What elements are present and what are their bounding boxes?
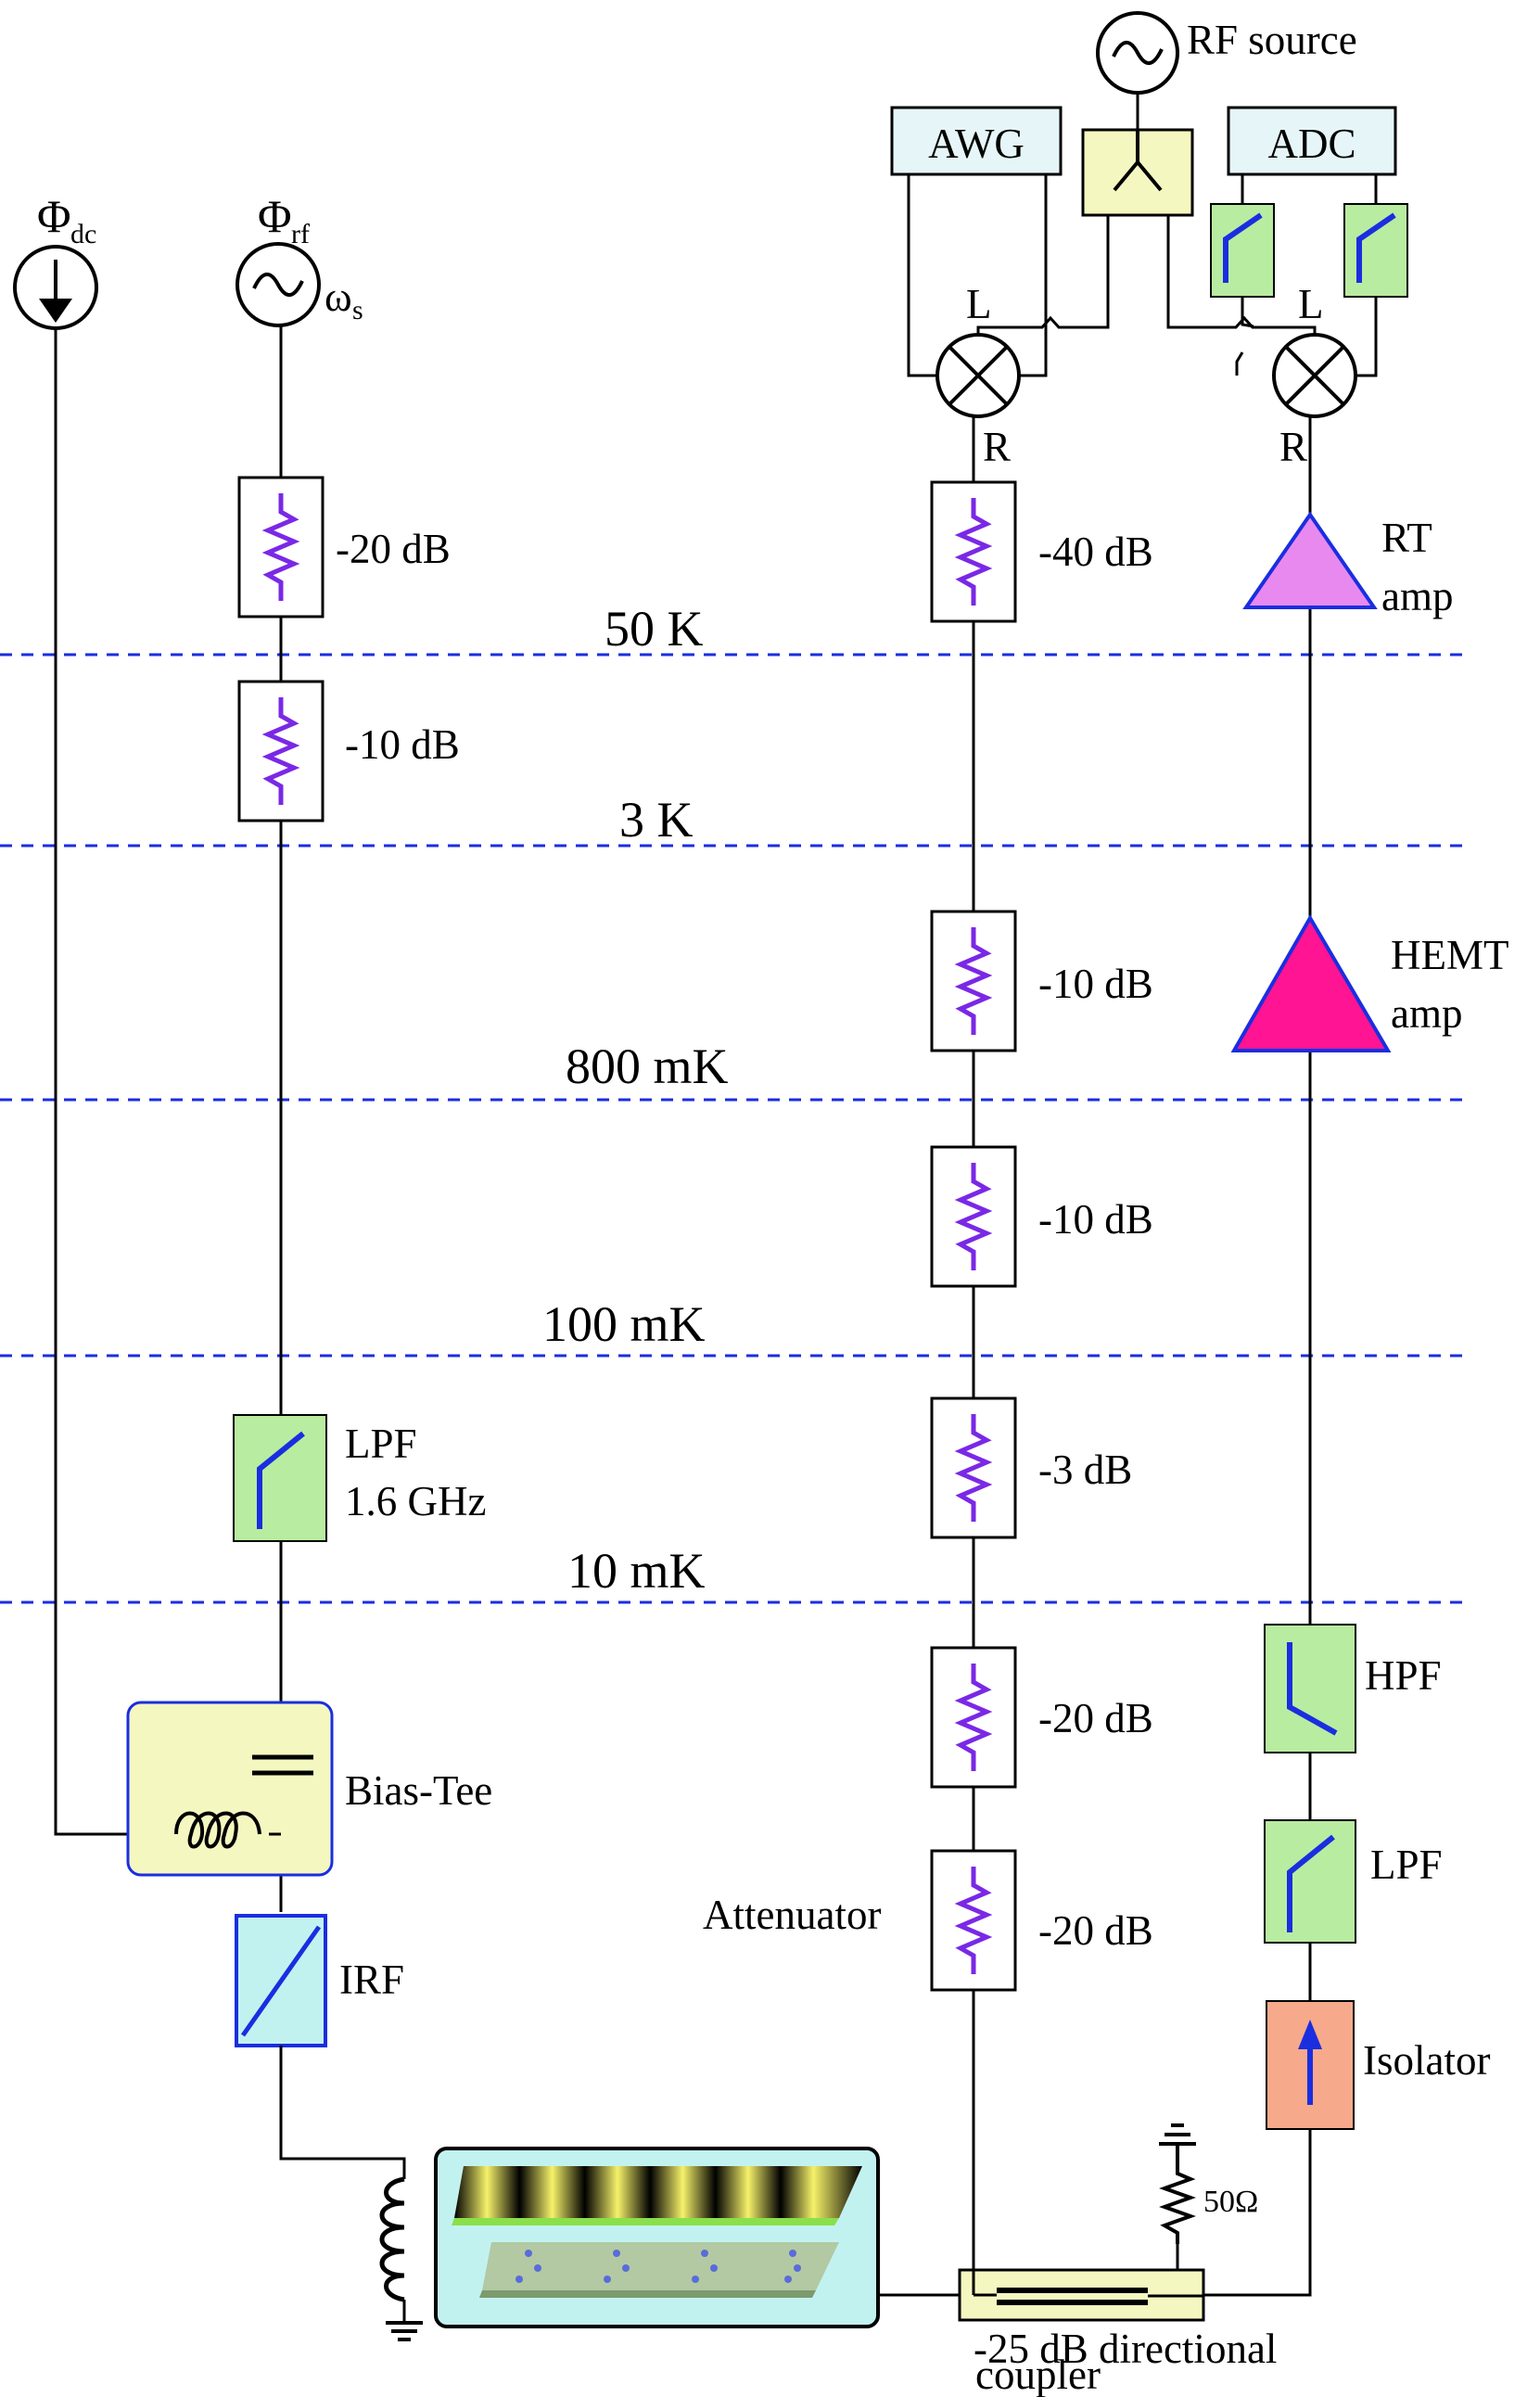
termination-50ohm bbox=[1159, 2123, 1196, 2270]
adc-label: ADC bbox=[1267, 121, 1355, 167]
adc-box bbox=[1227, 106, 1397, 176]
output-lpf-label: LPF bbox=[1370, 1842, 1443, 1888]
rt-amp-label-2: amp bbox=[1381, 573, 1453, 619]
input-att-label-4: -3 dB bbox=[1038, 1447, 1132, 1493]
hemt-label-2: amp bbox=[1391, 990, 1462, 1037]
adc-filter-wire-2 bbox=[1355, 297, 1378, 377]
left-mixer-R: R bbox=[983, 424, 1011, 470]
phi-rf-symbol: Φ bbox=[258, 190, 292, 242]
awg-wire-2 bbox=[1018, 174, 1048, 377]
rf-flux-source bbox=[235, 242, 321, 327]
rt-amplifier bbox=[1242, 511, 1378, 609]
bias-tee-capacitor bbox=[252, 1743, 313, 1803]
stage-label-800mK: 800 mK bbox=[566, 1039, 729, 1094]
input-att-label-6: -20 dB bbox=[1038, 1907, 1153, 1954]
splitter-symbol bbox=[1113, 130, 1163, 192]
stage-label-50K: 50 K bbox=[605, 601, 704, 657]
bias-tee-inductor bbox=[174, 1811, 281, 1851]
flux-att-label-2: -10 dB bbox=[345, 721, 460, 768]
phi-rf-subscript: rf bbox=[291, 219, 310, 249]
coupler-label-1: -25 dB directional bbox=[974, 2326, 1277, 2372]
input-attenuator-3 bbox=[932, 1147, 1015, 1286]
adc-lpf-2 bbox=[1343, 203, 1408, 298]
left-mixer-L: L bbox=[966, 281, 992, 327]
input-att-label-5: -20 dB bbox=[1038, 1695, 1153, 1741]
input-att-label-2: -10 dB bbox=[1038, 961, 1153, 1007]
stage-label-10mK: 10 mK bbox=[567, 1543, 706, 1599]
adc-filter-wire-1 bbox=[1241, 297, 1254, 328]
adc-lpf-2-symbol bbox=[1356, 212, 1396, 283]
hemt-label-1: HEMT bbox=[1391, 932, 1509, 978]
rf-source-label: RF source bbox=[1187, 17, 1357, 63]
attenuator-label: Attenuator bbox=[703, 1892, 881, 1938]
input-attenuator-1 bbox=[932, 482, 1015, 621]
input-attenuator-6 bbox=[932, 1851, 1015, 1990]
flux-coil bbox=[379, 2176, 423, 2341]
awg-label: AWG bbox=[928, 121, 1025, 167]
stage-label-3K: 3 K bbox=[619, 792, 694, 848]
input-attenuator-4 bbox=[932, 1398, 1015, 1537]
flux-lpf bbox=[233, 1414, 327, 1542]
output-lpf bbox=[1264, 1819, 1356, 1944]
phi-dc-symbol: Φ bbox=[37, 190, 71, 242]
right-mixer bbox=[1272, 333, 1357, 418]
splitter-to-left-mixer bbox=[976, 215, 1110, 336]
irf-label: IRF bbox=[339, 1957, 404, 2003]
flux-attenuator-20dB bbox=[239, 478, 323, 617]
hpf-label: HPF bbox=[1365, 1652, 1442, 1699]
irf-to-coil-wire bbox=[279, 2046, 406, 2179]
input-att-label-1: -40 dB bbox=[1038, 529, 1153, 575]
awg-wire-1 bbox=[907, 174, 938, 377]
left-mixer bbox=[935, 333, 1021, 418]
omega-subscript: s bbox=[352, 295, 363, 325]
output-hpf bbox=[1264, 1624, 1356, 1753]
stage-label-100mK: 100 mK bbox=[542, 1296, 706, 1352]
right-mixer-R: R bbox=[1279, 424, 1307, 470]
input-att-label-3: -10 dB bbox=[1038, 1196, 1153, 1243]
flux-att-label-1: -20 dB bbox=[336, 526, 451, 572]
omega-symbol: ω bbox=[325, 274, 352, 320]
coupler-label-2: coupler bbox=[975, 2352, 1101, 2397]
phi-dc-subscript: dc bbox=[70, 219, 96, 249]
flux-lpf-label: LPF bbox=[345, 1421, 417, 1467]
isolator-label: Isolator bbox=[1363, 2037, 1490, 2084]
input-attenuator-5 bbox=[932, 1648, 1015, 1787]
dc-flux-source bbox=[13, 245, 98, 330]
rt-amp-label-1: RT bbox=[1381, 515, 1432, 561]
splitter-to-right-mixer bbox=[1166, 215, 1317, 336]
right-mixer-L: L bbox=[1298, 281, 1324, 327]
sample-chip bbox=[434, 2147, 880, 2328]
bias-tee-label: Bias-Tee bbox=[345, 1767, 492, 1814]
adc-lpf-1 bbox=[1210, 203, 1275, 298]
rf-source bbox=[1096, 11, 1179, 95]
isolator-to-coupler-wire bbox=[1203, 2129, 1312, 2297]
input-attenuator-2 bbox=[932, 912, 1015, 1051]
irf-slash bbox=[240, 1925, 322, 2037]
hemt-amplifier bbox=[1230, 914, 1392, 1052]
awg-box bbox=[890, 106, 1063, 176]
dc-wire bbox=[54, 328, 176, 1836]
adc-lpf-1-symbol bbox=[1223, 212, 1263, 283]
flux-attenuator-10dB bbox=[239, 682, 323, 821]
termination-label: 50Ω bbox=[1203, 2185, 1258, 2219]
flux-lpf-freq: 1.6 GHz bbox=[345, 1478, 486, 1524]
